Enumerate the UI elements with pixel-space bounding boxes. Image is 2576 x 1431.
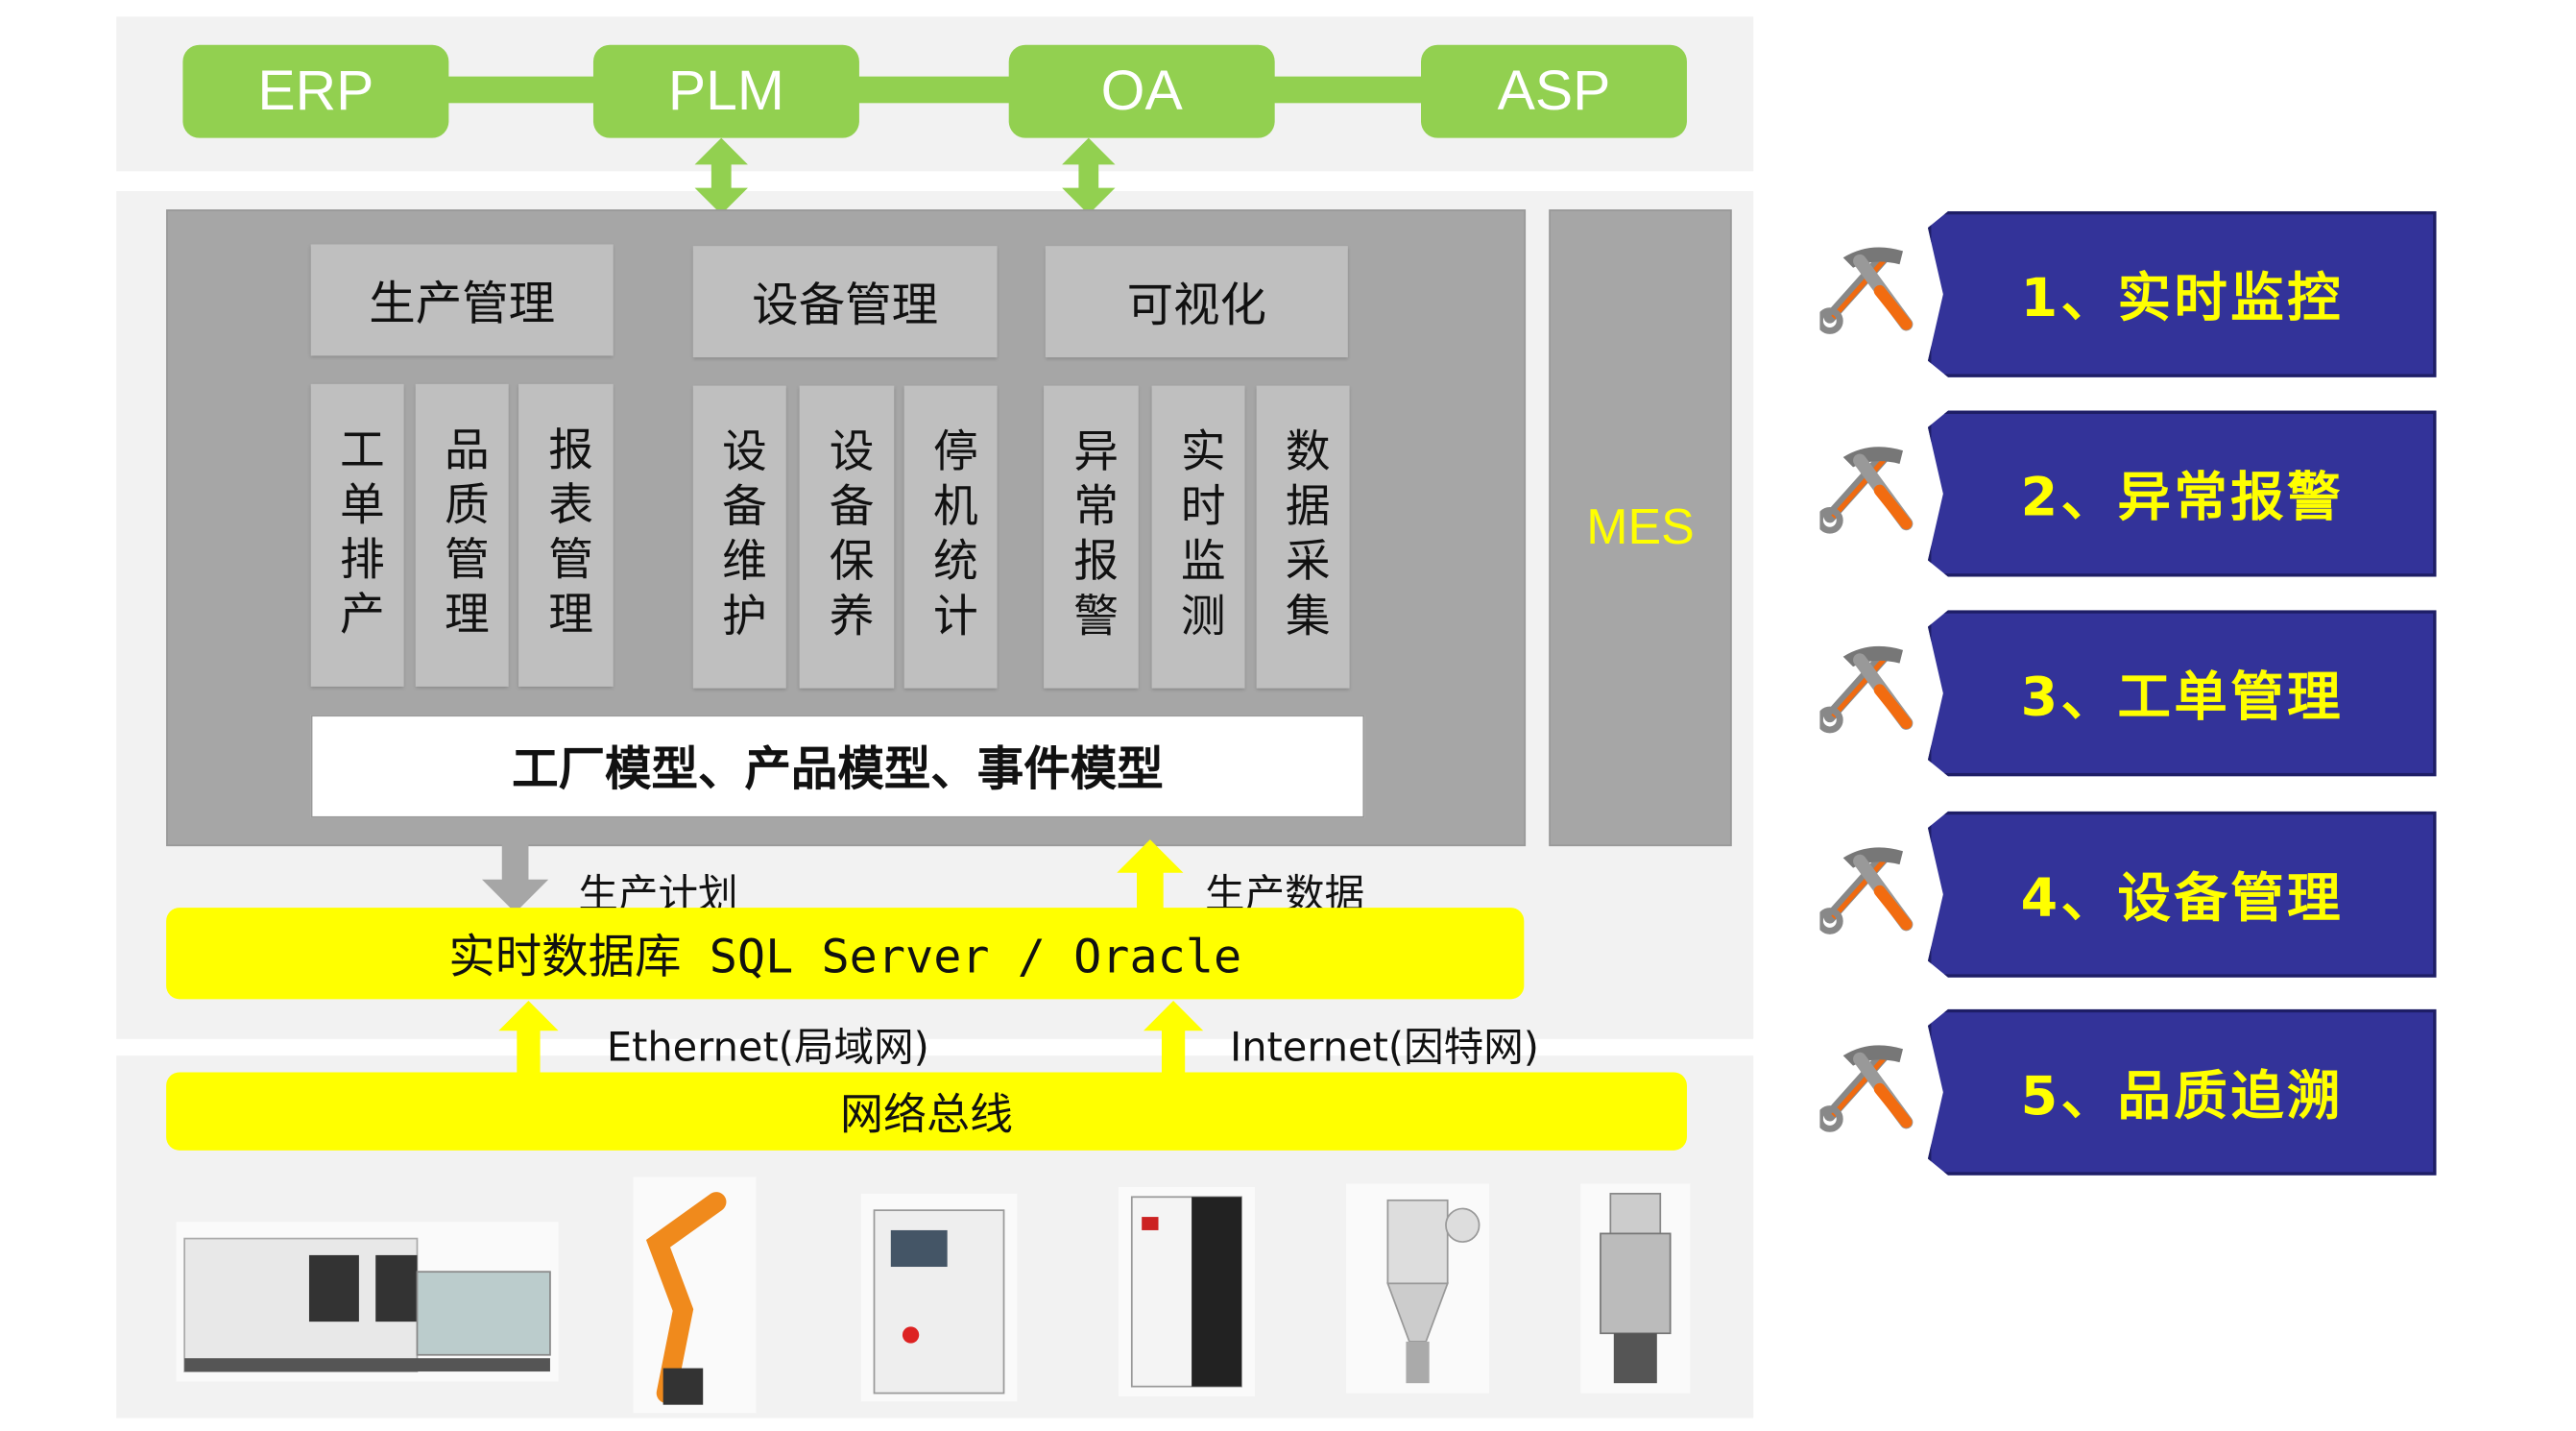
module-item: 报表管理 (518, 383, 614, 687)
module-item: 停机统计 (903, 385, 998, 689)
module-item: 工单排产 (310, 383, 404, 687)
module-item: 异常报警 (1044, 385, 1139, 689)
connector (1263, 76, 1446, 104)
module-item: 品质管理 (415, 383, 509, 687)
module-item: 设备保养 (799, 385, 895, 689)
module-item: 设备维护 (692, 385, 786, 689)
feature-banner: 1、实时监控 (1927, 210, 2437, 377)
chiller-image (1118, 1186, 1255, 1397)
double-arrow-icon (694, 137, 748, 215)
system-erp: ERP (182, 44, 449, 138)
module-item: 实时监测 (1151, 385, 1245, 689)
internet-label: Internet(因特网) (1229, 1024, 1539, 1071)
tools-icon (1816, 437, 1919, 546)
tools-icon (1816, 1035, 1919, 1145)
module-title: 可视化 (1045, 246, 1348, 358)
tools-icon (1816, 637, 1919, 746)
connector (847, 76, 1031, 104)
down-arrow-icon (481, 842, 549, 913)
tools-icon (1816, 238, 1919, 348)
model-bar: 工厂模型、产品模型、事件模型 (310, 715, 1365, 818)
mes-label: MES (1549, 209, 1732, 847)
up-arrow-icon (1143, 1001, 1204, 1075)
system-oa: OA (1008, 44, 1275, 138)
double-arrow-icon (1062, 137, 1116, 215)
autoloader-image (1580, 1183, 1691, 1394)
system-plm: PLM (592, 44, 859, 138)
temperature-controller-image (860, 1193, 1018, 1402)
module-title: 设备管理 (692, 246, 998, 358)
ethernet-label: Ethernet(局域网) (606, 1024, 929, 1071)
system-asp: ASP (1421, 44, 1687, 138)
feature-banner: 3、工单管理 (1927, 610, 2437, 777)
feature-banner: 2、异常报警 (1927, 410, 2437, 577)
tools-icon (1816, 837, 1919, 947)
up-arrow-icon (1117, 839, 1184, 910)
feature-banner: 5、品质追溯 (1927, 1008, 2437, 1176)
connector (432, 76, 615, 104)
robot-arm-image (633, 1176, 757, 1414)
database-bar: 实时数据库 SQL Server / Oracle (166, 908, 1525, 1000)
dryer-hopper-image (1346, 1183, 1489, 1394)
up-arrow-icon (498, 1001, 559, 1075)
module-title: 生产管理 (310, 244, 614, 356)
network-bus: 网络总线 (166, 1072, 1687, 1151)
injection-molding-machine-image (176, 1222, 559, 1382)
feature-banner: 4、设备管理 (1927, 811, 2437, 978)
module-item: 数据采集 (1256, 385, 1350, 689)
